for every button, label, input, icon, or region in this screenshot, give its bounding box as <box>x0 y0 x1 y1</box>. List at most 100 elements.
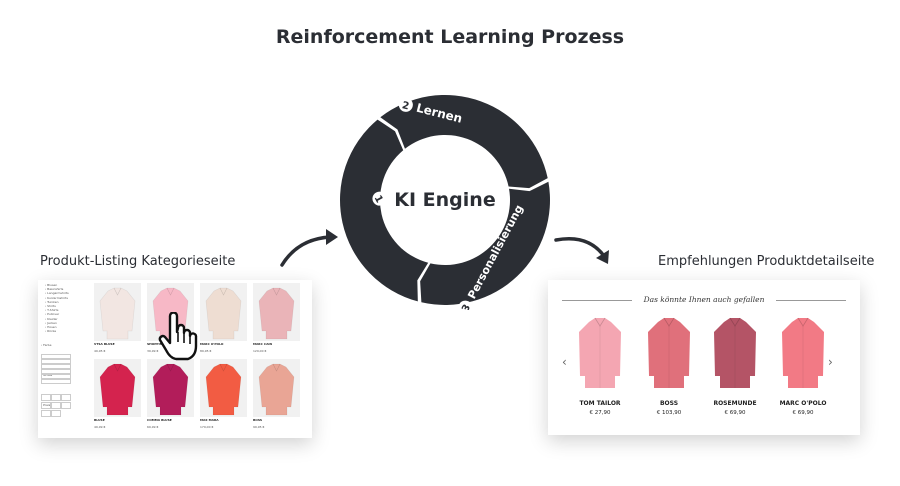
hand-cursor-icon <box>158 312 198 361</box>
blouse-image <box>782 317 824 388</box>
product-tile[interactable] <box>200 283 247 341</box>
recommendation-image[interactable] <box>642 316 696 390</box>
arrow-right-icon <box>554 237 609 264</box>
sidebar: › Blusen› Basicshirts› Langarmshirts› Ku… <box>41 283 91 434</box>
filter-checkbox[interactable] <box>41 369 71 374</box>
sidebar-item[interactable]: › Kleider <box>45 316 58 321</box>
sidebar-item[interactable]: › Preis <box>41 403 51 407</box>
recommendation-image[interactable] <box>573 316 627 390</box>
step-number-badge <box>398 97 413 112</box>
left-caption: Produkt-Listing Kategorieseite <box>40 254 236 269</box>
sidebar-item[interactable]: › Langarmshirts <box>45 291 69 296</box>
sidebar-item[interactable]: › Blusen <box>45 283 58 287</box>
sidebar-item[interactable]: › Hosen <box>45 325 57 329</box>
size-option[interactable] <box>41 410 51 417</box>
product-price: 179,00 € <box>200 425 214 429</box>
blouse-image <box>579 317 621 388</box>
blouse-image <box>99 287 136 340</box>
step-number: 1 <box>372 194 385 205</box>
product-tile[interactable] <box>94 283 141 341</box>
right-caption: Empfehlungen Produktdetailseite <box>658 254 875 269</box>
sidebar-item[interactable]: › Tuniken <box>45 299 59 304</box>
sidebar-item[interactable]: › Jacken <box>45 320 57 325</box>
sidebar-item[interactable]: › Shirts <box>45 304 56 308</box>
product-name: BLUSE <box>94 418 105 422</box>
filter-checkbox[interactable] <box>41 379 71 384</box>
recommendation-price: € 27,90 <box>589 410 611 416</box>
product-tile[interactable] <box>253 283 300 341</box>
divider-right <box>776 300 846 301</box>
blouse-image <box>258 287 295 340</box>
step-number-badge <box>372 191 387 206</box>
divider-left <box>562 300 632 301</box>
size-option[interactable] <box>61 394 71 401</box>
step-number: 2 <box>401 100 410 112</box>
product-price: 49,99 € <box>94 425 106 429</box>
product-price: 49,95 € <box>94 349 106 353</box>
ring-segment-lernen <box>380 94 548 189</box>
sidebar-item[interactable]: › T-Shirts <box>45 308 59 313</box>
blouse-image <box>152 363 189 416</box>
sidebar-item[interactable]: › Farbe <box>41 343 52 347</box>
blouse-image <box>99 363 136 416</box>
size-option[interactable] <box>41 394 51 401</box>
chevron-right-icon[interactable]: › <box>828 355 833 369</box>
ring-segment-personalisierung <box>420 181 550 305</box>
filter-checkbox[interactable] <box>41 354 71 359</box>
recommendations-card: Das könnte Ihnen auch gefallen ‹ › TOM T… <box>548 280 860 435</box>
sidebar-item[interactable]: › Größe <box>41 373 53 377</box>
step-number: 3 <box>460 303 473 310</box>
blouse-image <box>648 317 690 388</box>
recommendation-brand: TOM TAILOR <box>579 400 621 407</box>
product-name: VTSA BLUSE <box>94 342 115 346</box>
ring-segment-aktion <box>339 119 429 302</box>
product-price: 89,95 € <box>200 349 212 353</box>
size-option[interactable] <box>51 402 61 409</box>
recommendations-heading: Das könnte Ihnen auch gefallen <box>643 295 765 304</box>
sidebar-item[interactable]: › Kurzarmshirts <box>45 295 68 300</box>
product-tile[interactable] <box>200 359 247 417</box>
size-option[interactable] <box>61 402 71 409</box>
size-option[interactable] <box>41 402 51 409</box>
product-name: MARC CAIN <box>253 342 273 346</box>
listing-card: › Blusen› Basicshirts› Langarmshirts› Ku… <box>38 280 312 438</box>
recommendation-brand: MARC O'POLO <box>779 400 827 407</box>
filter-checkbox[interactable] <box>41 364 71 369</box>
product-grid: VTSA BLUSE 49,95 € SHOPPIN SHIRT 39,99 € M… <box>94 283 308 435</box>
product-name: SHOPPIN SHIRT <box>147 342 174 346</box>
product-tile[interactable] <box>94 359 141 417</box>
blouse-image <box>258 363 295 416</box>
arrow-left-icon <box>280 229 338 267</box>
recommendation-image[interactable] <box>708 316 762 390</box>
blouse-image <box>205 363 242 416</box>
product-name: COMMA BLUSE <box>147 418 172 422</box>
filter-checkbox[interactable] <box>41 359 71 364</box>
recommendation-brand: ROSEMUNDE <box>713 400 757 407</box>
size-option[interactable] <box>51 410 61 417</box>
product-price: 39,99 € <box>147 349 159 353</box>
sidebar-item[interactable]: › Pullover <box>45 312 60 317</box>
step-number-badge <box>458 300 473 310</box>
blouse-image <box>205 287 242 340</box>
product-price: 129,00 € <box>253 349 267 353</box>
engine-center-label: KI Engine <box>394 189 495 211</box>
product-tile[interactable] <box>253 359 300 417</box>
recommendation-price: € 69,90 <box>724 410 746 416</box>
recommendation-brand: BOSS <box>659 400 679 407</box>
page-title: Reinforcement Learning Prozess <box>275 26 625 48</box>
product-name: MARC O'POLO <box>200 342 224 346</box>
product-name: MAX MARA <box>200 418 219 422</box>
chevron-left-icon[interactable]: ‹ <box>562 355 567 369</box>
filter-checkbox[interactable] <box>41 374 71 379</box>
blouse-image <box>714 317 756 388</box>
recommendation-price: € 103,90 <box>656 410 682 416</box>
sidebar-item[interactable]: › Basicshirts <box>45 287 64 292</box>
product-price: 99,95 € <box>253 425 265 429</box>
product-name: BOSS <box>253 418 263 422</box>
size-option[interactable] <box>51 394 61 401</box>
sidebar-item[interactable]: › Röcke <box>45 329 57 334</box>
recommendation-image[interactable] <box>776 316 830 390</box>
product-tile[interactable] <box>147 359 194 417</box>
